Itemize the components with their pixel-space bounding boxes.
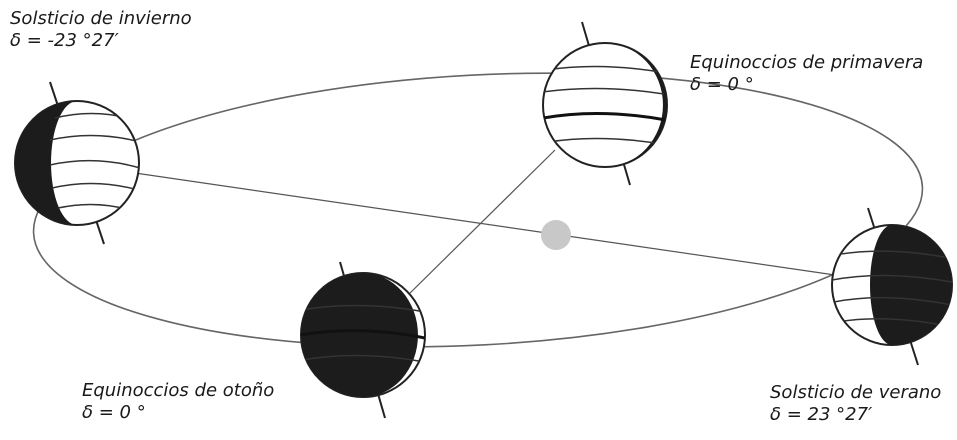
- sun: [541, 220, 571, 250]
- globe-winter-solstice: [15, 82, 140, 244]
- equinox-line: [403, 150, 555, 300]
- spring-equinox-name: Equinoccios de primavera: [690, 52, 923, 74]
- solstice-line: [135, 173, 835, 275]
- orbit-ellipse: [27, 52, 930, 368]
- globe-autumn-equinox: [300, 262, 425, 418]
- label-spring-equinox: Equinoccios de primavera δ = 0 °: [690, 52, 923, 96]
- spring-equinox-declination: δ = 0 °: [690, 74, 923, 96]
- summer-solstice-declination: δ = 23 °27′: [770, 404, 941, 426]
- label-autumn-equinox: Equinoccios de otoño δ = 0 °: [82, 380, 274, 424]
- label-winter-solstice: Solsticio de invierno δ = -23 °27′: [10, 8, 192, 52]
- globe-summer-solstice: [832, 208, 952, 365]
- winter-solstice-name: Solsticio de invierno: [10, 8, 192, 30]
- autumn-equinox-declination: δ = 0 °: [82, 402, 274, 424]
- summer-solstice-name: Solsticio de verano: [770, 382, 941, 404]
- label-summer-solstice: Solsticio de verano δ = 23 °27′: [770, 382, 941, 426]
- winter-solstice-declination: δ = -23 °27′: [10, 30, 192, 52]
- globe-spring-equinox: [542, 22, 667, 185]
- autumn-equinox-name: Equinoccios de otoño: [82, 380, 274, 402]
